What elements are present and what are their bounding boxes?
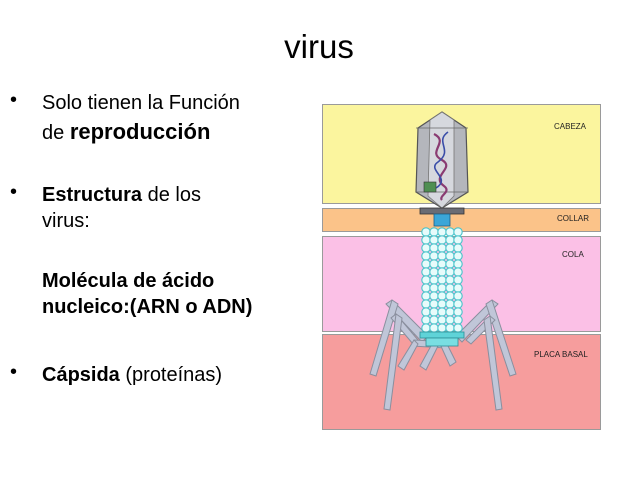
tail-sheath [421,227,463,333]
band-base-plate [322,334,601,430]
bullet-marker: • [10,89,18,111]
bullet-1-line-2: de reproducción [42,119,210,146]
bullet-2-rest: de los [142,184,201,206]
bullet-marker: • [10,361,18,383]
label-head: CABEZA [554,122,587,131]
label-base-plate: PLACA BASAL [534,350,588,359]
slide-title: virus [284,28,354,65]
label-collar: COLLAR [557,214,590,223]
collar [419,207,465,227]
bullet-3-rest: (proteínas) [119,364,223,386]
bullet-3-keyword: Cápsida [42,364,120,386]
bullet-1-line-1: Solo tienen la Función [42,92,240,114]
sub-item-line-1: Molécula de ácido [42,270,215,292]
bullet-3-line: Cápsida (proteínas) [42,362,222,388]
bullet-1-prefix: de [42,122,70,144]
head-capsid [415,111,469,209]
sub-item-line-2: nucleico:(ARN o ADN) [42,296,253,318]
bullet-2-keyword: Estructura [42,184,143,206]
tail-fibers [369,299,517,411]
bullet-2-line-1: Estructura de los [42,182,201,208]
bullet-2-line-2: virus: [42,210,90,232]
bacteriophage-diagram: CABEZA COLLAR COLA PLACA BASAL [322,104,601,430]
label-tail: COLA [562,250,584,259]
base-plate [419,331,465,347]
bullet-1-keyword: reproducción [69,119,211,144]
phage-drawing [369,111,517,411]
bullet-marker: • [10,181,18,203]
